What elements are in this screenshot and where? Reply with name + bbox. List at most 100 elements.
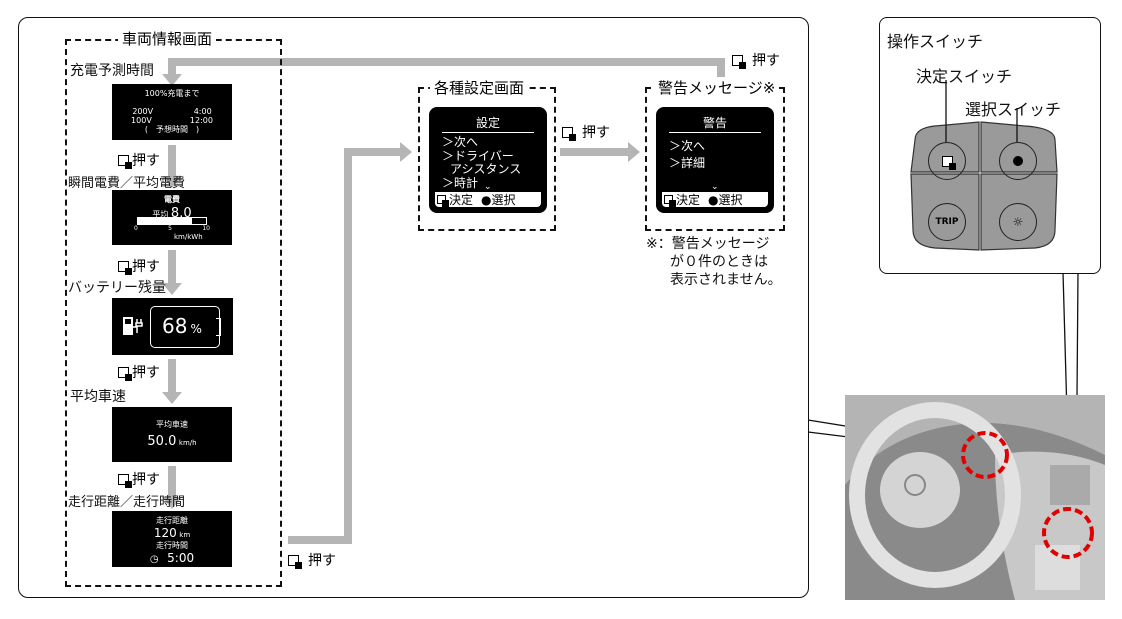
- enter-switch-icon: [118, 154, 132, 169]
- charging-station-icon: [123, 317, 143, 335]
- section-label-distance-time: 走行距離／走行時間: [68, 495, 186, 510]
- highlight-circle-display: [961, 431, 1009, 479]
- screen-charge-time: 100%充電まで 200V 4:00 100V 12:00 ( 予想時間 ): [112, 84, 232, 140]
- push-label: 押す: [118, 362, 160, 382]
- menu-item-details[interactable]: ＞詳細: [669, 156, 706, 170]
- push-label: 押す: [118, 469, 160, 489]
- tick-label: 5: [168, 225, 172, 232]
- screen-text: 200V: [132, 107, 154, 116]
- enter-switch-icon: [437, 195, 449, 207]
- menu-item-next[interactable]: ＞次へ: [669, 139, 706, 153]
- menu-item-driver-assist[interactable]: ＞ドライバー: [442, 149, 514, 163]
- push-text: 押す: [132, 153, 160, 169]
- footer-enter: 決定: [676, 193, 701, 207]
- clock-icon: ◷: [149, 554, 159, 565]
- battery-value: 68: [162, 314, 188, 338]
- highlight-circle-switch: [1042, 507, 1094, 559]
- to-settings-arrow: [288, 142, 412, 544]
- push-label-top: 押す: [732, 50, 780, 70]
- efficiency-bar: [137, 217, 207, 225]
- warning-footer: 決定 ●選択: [662, 192, 768, 207]
- screen-text: 電費: [164, 195, 180, 204]
- screen-text: 走行距離: [156, 516, 188, 525]
- scroll-down-icon: ⌄: [711, 182, 719, 192]
- select-dot-icon: [1013, 156, 1023, 166]
- tick-label: 0: [134, 225, 138, 232]
- push-text: 押す: [582, 125, 610, 141]
- warning-title: 警告メッセージ※: [654, 77, 780, 98]
- enter-switch-icon: [941, 155, 956, 170]
- trip-button[interactable]: TRIP: [928, 203, 966, 241]
- screen-distance-time: 走行距離 120 km 走行時間 ◷ 5:00: [112, 511, 232, 567]
- settings-footer: 決定 ●選択: [435, 192, 541, 207]
- section-label-charge-time: 充電予測時間: [70, 63, 154, 79]
- enter-switch-icon: [288, 554, 302, 569]
- switch-panel-title: 操作スイッチ: [887, 32, 984, 51]
- settings-screen: 設定 ＞次へ ＞ドライバー アシスタンス ＞時計 ⌄ 決定 ●選択: [429, 107, 547, 213]
- push-label: 押す: [118, 256, 160, 276]
- screen-battery: 68%: [112, 298, 233, 355]
- down-arrows: [162, 145, 182, 509]
- push-text: 押す: [132, 365, 160, 381]
- enter-switch-icon: [118, 473, 132, 488]
- enter-switch-button[interactable]: [928, 142, 966, 180]
- enter-switch-icon: [664, 195, 676, 207]
- screen-text: 平均: [152, 210, 169, 219]
- screen-text: km/kWh: [174, 233, 203, 241]
- select-switch-button[interactable]: [999, 142, 1037, 180]
- enter-switch-icon: [118, 260, 132, 275]
- enter-switch-icon: [562, 126, 576, 141]
- footer-select: ●選択: [481, 193, 516, 207]
- screen-text: 走行時間: [156, 541, 188, 550]
- battery-outline: [150, 306, 220, 348]
- push-text: 押す: [132, 472, 160, 488]
- distance-unit: km: [179, 531, 191, 539]
- enter-switch-icon: [732, 54, 746, 69]
- push-label: 押す: [118, 150, 160, 170]
- battery-unit: %: [190, 322, 202, 336]
- push-text: 押す: [752, 53, 780, 69]
- distance-value: 120: [153, 526, 177, 540]
- screen-avg-speed: 平均車速 50.0 km/h: [112, 407, 232, 462]
- settings-title: 各種設定画面: [430, 77, 529, 98]
- screen-text: 4:00: [193, 107, 212, 116]
- main-panel: [18, 17, 809, 598]
- speed-value: 50.0: [147, 434, 177, 449]
- menu-item-clock[interactable]: ＞時計: [442, 176, 479, 190]
- illumination-icon: ☼: [1012, 215, 1024, 229]
- note-line: 表示されません。: [670, 272, 782, 288]
- note-line: ※：警告メッセージ: [646, 236, 770, 252]
- tick-label: 10: [202, 225, 210, 232]
- illumination-button[interactable]: ☼: [999, 203, 1037, 241]
- vehicle-info-title: 車両情報画面: [118, 28, 217, 49]
- loop-arrow: [162, 58, 725, 86]
- push-label-bottom: 押す: [288, 550, 336, 570]
- footer-enter: 決定: [449, 193, 474, 207]
- select-switch-label: 選択スイッチ: [965, 100, 1062, 119]
- scroll-down-icon: ⌄: [484, 182, 492, 192]
- note-line: が０件のときは: [670, 254, 768, 270]
- screen-text: 平均車速: [156, 420, 188, 429]
- section-label-efficiency: 瞬間電費／平均電費: [68, 176, 186, 191]
- warning-screen-title: 警告: [669, 114, 761, 133]
- section-label-battery: バッテリー残量: [68, 280, 166, 296]
- menu-item-driver-assist-cont: アシスタンス: [450, 162, 522, 176]
- enter-switch-icon: [118, 366, 132, 381]
- dashboard-illustration: [845, 395, 1105, 600]
- to-warning-arrow: [560, 142, 640, 162]
- settings-screen-title: 設定: [442, 114, 534, 133]
- section-label-avg-speed: 平均車速: [70, 389, 126, 405]
- push-text: 押す: [308, 553, 336, 569]
- screen-text: 12:00: [189, 116, 213, 125]
- screen-text: 100V: [131, 116, 152, 125]
- warning-screen: 警告 ＞次へ ＞詳細 ⌄ 決定 ●選択: [656, 107, 774, 213]
- menu-item-next[interactable]: ＞次へ: [442, 135, 479, 149]
- enter-switch-label: 決定スイッチ: [916, 67, 1013, 86]
- warning-note: ※：警告メッセージ が０件のときは 表示されません。: [646, 235, 782, 289]
- speed-unit: km/h: [178, 439, 197, 447]
- screen-text: 100%充電まで: [144, 89, 200, 98]
- footer-select: ●選択: [708, 193, 743, 207]
- screen-text: ( 予想時間 ): [144, 125, 200, 134]
